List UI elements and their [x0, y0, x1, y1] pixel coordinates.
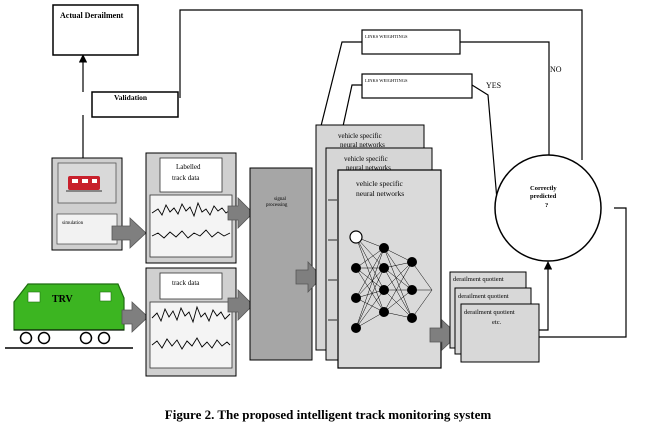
nn-node-input-highlight	[349, 230, 363, 244]
correctly-predicted-node: Correctly predicted ?	[494, 154, 602, 262]
yes-to-weights-confirm-line	[471, 84, 498, 201]
dq-back-label: derailment quotient	[453, 276, 504, 283]
prediction-right-line	[535, 207, 627, 338]
nn-front-label-2: neural networks	[356, 189, 404, 198]
actual-derailment-box: Actual Derailment	[52, 4, 139, 56]
weights-confirm-box: LINKS WEIGHTINGS	[361, 73, 473, 99]
correctly-predicted-label-1: Correctly	[530, 185, 557, 192]
labelled-to-signal-arrow	[227, 197, 254, 229]
weights-adjust-box: LINKS WEIGHTINGS	[361, 29, 461, 55]
derailment-quotient-stack: derailment quotient derailment quotient …	[449, 271, 540, 363]
trv-to-trackdata-arrow	[121, 301, 149, 333]
nn-back-label-1: vehicle specific	[338, 132, 382, 140]
simulation-monitor: simulation	[51, 157, 123, 251]
dq-front-label-1: derailment quotient	[464, 309, 515, 316]
no-label: NO	[550, 65, 562, 74]
dq-mid-label: derailment quotient	[458, 293, 509, 300]
nn-front-label-1: vehicle specific	[356, 179, 404, 188]
weights-adjust-to-nn-line	[319, 41, 362, 131]
figure-caption: Figure 2. The proposed intelligent track…	[165, 407, 492, 422]
actual-derailment-label: Actual Derailment	[60, 11, 124, 20]
weights-confirm-to-nn-line	[339, 84, 362, 141]
nn-mid-label-2: neural networks	[346, 164, 391, 172]
nn-stack: vehicle specific neural networks vehicle…	[315, 124, 442, 369]
dq-box-front	[460, 303, 540, 363]
track-to-signal-arrow	[227, 289, 254, 321]
signal-processing-block: signal processing	[249, 167, 313, 361]
track-data-label: track data	[172, 279, 200, 287]
no-to-weights-adjust-line	[460, 41, 550, 160]
yes-label: YES	[486, 81, 501, 90]
labelled-signal-trace-1	[151, 201, 231, 218]
no-loop-line	[179, 9, 583, 160]
nn-back-label-2: neural networks	[340, 141, 385, 149]
validation-box: Validation	[91, 91, 179, 118]
signal-processing-label-1: signal	[274, 197, 287, 202]
labelled-signal-trace-2	[151, 229, 231, 239]
simulation-screen-train-icon	[66, 176, 102, 192]
nn-mid-label-1: vehicle specific	[344, 155, 388, 163]
correctly-predicted-label-2: predicted	[530, 193, 557, 200]
nn-nodes	[349, 230, 417, 333]
labelled-track-data-label-1: Labelled	[176, 163, 201, 171]
track-data-panel: track data	[145, 267, 237, 377]
correctly-predicted-label-3: ?	[545, 202, 548, 209]
simulation-label: simulation	[62, 221, 84, 226]
labelled-track-data-panel: Labelled track data	[145, 152, 237, 264]
signal-to-nn-arrow	[295, 260, 323, 294]
weights-adjust-label: LINKS WEIGHTINGS	[365, 34, 408, 39]
trv-train-icon: TRV	[5, 283, 133, 349]
weights-confirm-label: LINKS WEIGHTINGS	[365, 78, 408, 83]
track-signal-trace-2	[151, 337, 231, 350]
nn-input-ticks	[328, 199, 337, 321]
trv-label: TRV	[52, 294, 74, 305]
dq-front-label-2: etc.	[492, 319, 502, 326]
simulation-to-labelled-arrow	[111, 217, 147, 249]
feedback-connectors	[78, 9, 627, 338]
signal-processing-label-2: processing	[266, 203, 288, 208]
track-signal-trace-1	[151, 305, 231, 324]
labelled-track-data-label-2: track data	[172, 174, 200, 182]
validation-label: Validation	[114, 93, 148, 102]
